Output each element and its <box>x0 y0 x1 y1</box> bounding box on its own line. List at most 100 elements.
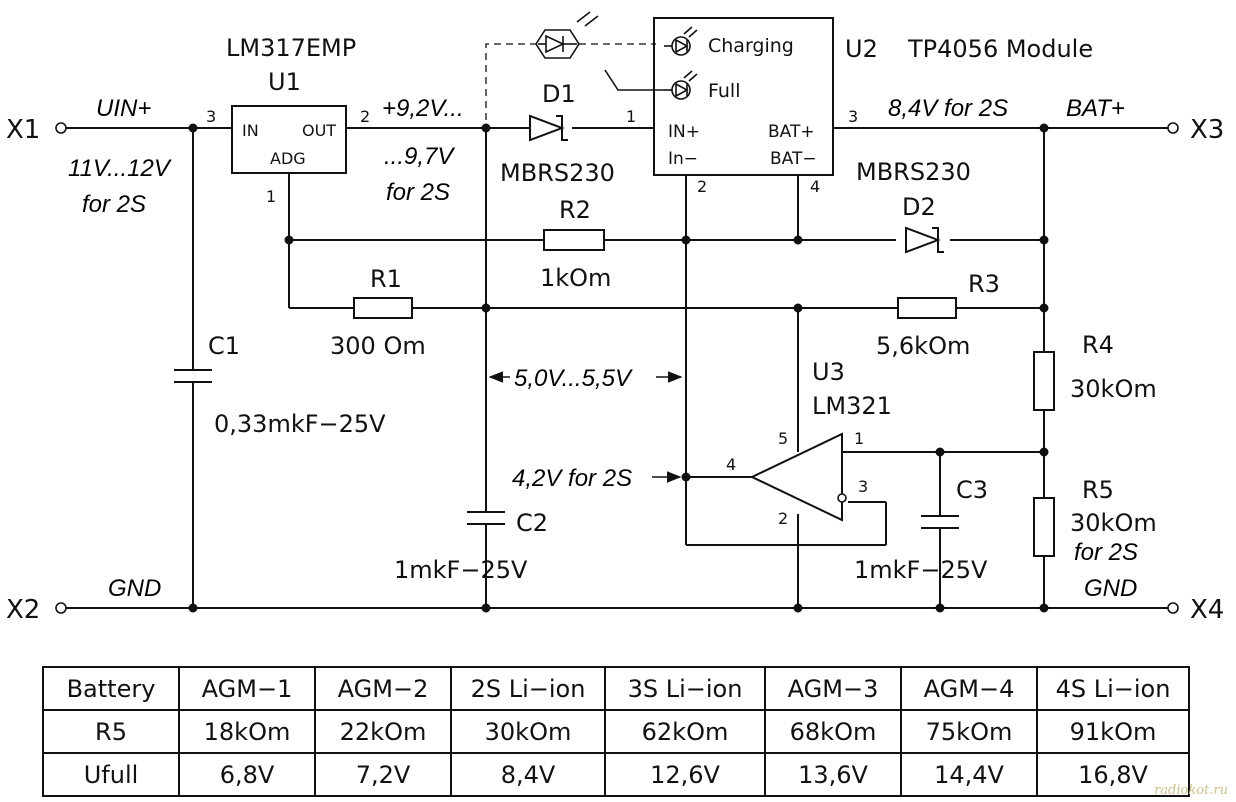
d2-anode-triangle <box>905 226 941 254</box>
battery-table: Battery AGM−1 AGM−2 2S Li−ion 3S Li−ion … <box>42 666 1190 797</box>
terminal-x4[interactable]: X4 <box>1167 595 1224 625</box>
r2-value-label: 1kOm <box>540 264 611 292</box>
r5-ref-label: R5 <box>1082 476 1114 504</box>
watermark: radiokot.ru <box>1154 783 1228 798</box>
u1-part-label: LM317EMP <box>226 34 356 62</box>
table-header-cell: AGM−2 <box>314 666 452 711</box>
table-cell: 12,6V <box>604 752 766 797</box>
r4-ref-label: R4 <box>1082 331 1114 359</box>
d1-ref-label: D1 <box>542 80 576 108</box>
r4-body <box>1033 351 1055 411</box>
table-cell: R5 <box>42 709 180 754</box>
terminal-x1-label: X1 <box>6 115 40 145</box>
c2-ref-label: C2 <box>516 509 548 537</box>
net-labels: UIN+ 11V...12V for 2S GND +9,2V... ...9,… <box>68 95 1137 602</box>
u3-ref-label: U3 <box>812 358 845 386</box>
u1-pin-out: OUT <box>302 121 336 140</box>
r3-body <box>897 297 957 319</box>
r5-resistor[interactable]: R5 30kOm for 2S <box>1033 476 1157 566</box>
uin-note-label: for 2S <box>82 191 146 218</box>
r5-value-label: 30kOm <box>1070 509 1157 537</box>
external-led[interactable] <box>485 11 656 120</box>
c2-value-label: 1mkF−25V <box>394 556 528 584</box>
out-voltage-label: +9,2V... <box>382 95 464 122</box>
c3-value-label: 1mkF−25V <box>854 556 988 584</box>
u3-opamp[interactable]: U3 LM321 5 1 4 3 2 <box>726 358 892 528</box>
gnd-label-left: GND <box>108 575 161 602</box>
terminal-x2[interactable]: X2 <box>6 595 67 625</box>
u2-body <box>653 17 834 176</box>
c1-ref-label: C1 <box>208 332 240 360</box>
table-cell: 62kOm <box>604 709 766 754</box>
c1-capacitor[interactable]: C1 0,33mkF−25V <box>174 332 386 438</box>
u3-pin-number-1: 1 <box>854 429 864 448</box>
u1-body <box>231 105 347 174</box>
c3-ref-label: C3 <box>956 476 988 504</box>
u2-pin-in-plus: IN+ <box>668 122 700 142</box>
terminal-x4-label: X4 <box>1190 595 1224 625</box>
r5-body <box>1033 497 1055 557</box>
u3-pin-number-3: 3 <box>858 477 868 496</box>
table-cell: Ufull <box>42 752 180 797</box>
u2-pin-number-1: 1 <box>626 107 636 126</box>
r2-resistor[interactable]: R2 1kOm <box>540 196 611 292</box>
u1-pin-in: IN <box>242 121 259 140</box>
u2-pin-bat-minus: BAT− <box>770 149 817 169</box>
u1-pin-adj: ADG <box>270 149 306 168</box>
table-cell: 6,8V <box>178 752 316 797</box>
u2-pin-bat-plus: BAT+ <box>768 122 815 142</box>
u2-pin-number-2: 2 <box>697 177 707 196</box>
table-header-cell: 4S Li−ion <box>1036 666 1190 711</box>
table-row: Ufull 6,8V 7,2V 8,4V 12,6V 13,6V 14,4V 1… <box>42 752 1190 797</box>
uin-label: UIN+ <box>96 95 151 122</box>
r3-ref-label: R3 <box>968 270 1000 298</box>
table-cell: 13,6V <box>764 752 902 797</box>
d1-part-label: MBRS230 <box>500 159 615 187</box>
terminal-x3[interactable]: X3 <box>1167 115 1224 145</box>
table-header-cell: AGM−4 <box>900 666 1038 711</box>
table-cell: 7,2V <box>314 752 452 797</box>
terminal-x3-label: X3 <box>1190 115 1224 145</box>
d1-anode-triangle <box>529 114 565 142</box>
led-charging-icon <box>664 26 698 56</box>
led-charging-label: Charging <box>708 35 794 57</box>
table-row: R5 18kOm 22kOm 30kOm 62kOm 68kOm 75kOm 9… <box>42 709 1190 754</box>
bat-plus-label: BAT+ <box>1066 95 1125 122</box>
table-cell: 14,4V <box>900 752 1038 797</box>
u2-charger-module[interactable]: U2 TP4056 Module Charging Full IN+ In− B… <box>604 17 1093 196</box>
r5-note-label: for 2S <box>1074 539 1138 566</box>
terminal-x1[interactable]: X1 <box>6 115 67 145</box>
table-cell: 75kOm <box>900 709 1038 754</box>
led-full-icon <box>604 69 698 100</box>
d2-schottky-bar <box>932 227 944 253</box>
u3-pin-number-5: 5 <box>778 429 788 448</box>
r3-resistor[interactable]: R3 5,6kOm <box>876 270 1000 360</box>
table-header-cell: AGM−1 <box>178 666 316 711</box>
u1-ref-label: U1 <box>268 68 301 96</box>
c3-capacitor[interactable]: C3 1mkF−25V <box>854 476 988 584</box>
r2-body <box>543 229 605 251</box>
led-diode-symbol <box>545 34 565 54</box>
schematic: X1 X2 X3 X4 LM317EMP U1 IN OUT ADG 3 2 1… <box>6 11 1224 625</box>
d2-diode[interactable]: MBRS230 D2 <box>856 158 971 254</box>
r1-ref-label: R1 <box>370 265 402 293</box>
r4-resistor[interactable]: R4 30kOm <box>1033 331 1157 411</box>
table-header-cell: AGM−3 <box>764 666 902 711</box>
out-note-label: for 2S <box>386 179 450 206</box>
table-header-cell: 3S Li−ion <box>604 666 766 711</box>
ref-voltage-label: 4,2V for 2S <box>512 465 632 492</box>
d1-diode[interactable]: D1 MBRS230 1 <box>500 80 636 187</box>
terminal-x2-label: X2 <box>6 595 40 625</box>
table-header-cell: Battery <box>42 666 180 711</box>
u2-ref-label: U2 <box>845 35 878 63</box>
r3-value-label: 5,6kOm <box>876 332 970 360</box>
table-cell: 22kOm <box>314 709 452 754</box>
r1-resistor[interactable]: R1 300 Om <box>330 265 426 360</box>
c1-value-label: 0,33mkF−25V <box>214 410 386 438</box>
u1-regulator[interactable]: LM317EMP U1 IN OUT ADG 3 2 1 <box>206 34 370 206</box>
c2-capacitor[interactable]: C2 1mkF−25V <box>394 509 548 584</box>
u1-pin-number-3: 3 <box>206 107 216 126</box>
r1-value-label: 300 Om <box>330 332 426 360</box>
r2-ref-label: R2 <box>559 196 591 224</box>
table-header-row: Battery AGM−1 AGM−2 2S Li−ion 3S Li−ion … <box>42 666 1190 711</box>
